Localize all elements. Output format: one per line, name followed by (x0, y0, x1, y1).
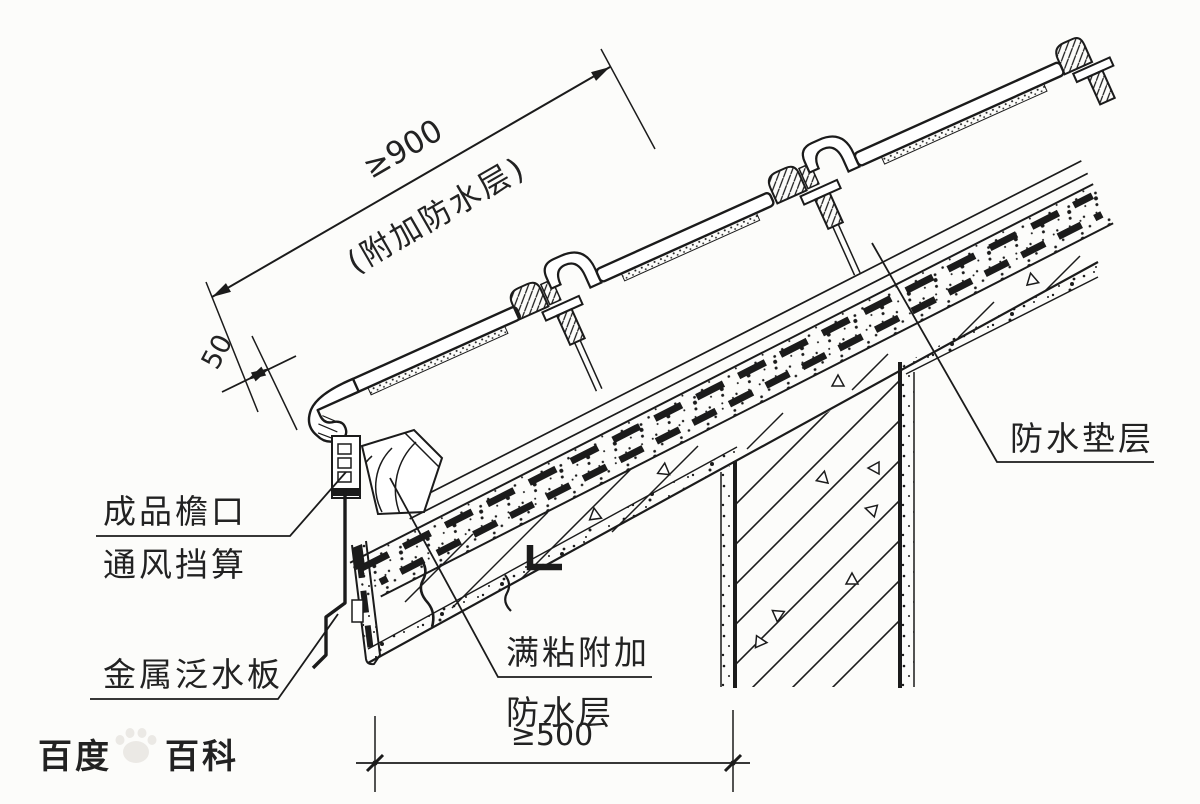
roof-tiles (307, 37, 1117, 443)
tile-batten-stem (813, 191, 845, 231)
label-metal-flashing-text: 金属泛水板 (103, 655, 283, 694)
leader-line (90, 613, 339, 700)
dimension-eave-500: ≥500 (356, 710, 750, 792)
label-eave-vent-line1: 成品檐口 (103, 492, 247, 531)
rebar-mark (526, 545, 562, 571)
eave-assembly (311, 428, 444, 670)
dim-tile-overhang: 50 (196, 330, 240, 375)
label-bonded-membrane: 满粘附加 防水层 (389, 477, 652, 732)
tile-eave-course (307, 305, 521, 443)
vent-comb (331, 435, 361, 499)
tile-joint (509, 251, 603, 392)
batten-lines (402, 160, 1089, 520)
membrane-termination-bar (351, 599, 364, 623)
sealant-squiggle-2 (504, 574, 512, 612)
dim-slope-length: ≥900 (357, 112, 449, 186)
metal-flashing-profile (311, 489, 347, 670)
wood-blocking (360, 428, 444, 516)
dimension-overhang-50: 50 (196, 330, 298, 431)
membrane-fixing-tab (352, 544, 365, 570)
watermark-text-right: 百科 (165, 737, 239, 777)
tile-interlock-hook (801, 135, 861, 175)
watermark-text-left: 百度 (38, 737, 112, 777)
label-bonded-membrane-line2: 防水层 (506, 693, 614, 732)
tile-joint (767, 135, 861, 276)
leader-line (96, 471, 347, 537)
wall-inner-face (898, 362, 915, 688)
label-metal-flashing: 金属泛水板 (90, 613, 339, 700)
tile-interlock-hook (543, 251, 603, 291)
tile-nose-hatch (317, 415, 339, 439)
tile-batten-stem (555, 307, 587, 347)
label-eave-vent-line2: 通风挡算 (103, 545, 247, 584)
paw-icon (115, 728, 157, 763)
tile-end-upstand (1055, 37, 1117, 106)
eave-end-face-membrane-wrap (351, 540, 382, 666)
membrane-screed-band (350, 184, 1114, 602)
leader-line (389, 477, 652, 678)
membrane-dashed-lines (360, 192, 1104, 586)
label-underlayment-text: 防水垫层 (1010, 419, 1154, 458)
label-underlayment: 防水垫层 (871, 242, 1154, 463)
label-eave-vent: 成品檐口 通风挡算 (96, 471, 347, 584)
tile-upper-course (853, 61, 1065, 167)
leader-line (871, 242, 1154, 463)
sealant-squiggle (418, 557, 435, 628)
roof-slab-and-membrane (349, 160, 1114, 602)
dim-eave-width: ≥500 (511, 718, 593, 753)
watermark: 百度 百科 (38, 728, 239, 777)
slab-body-hatch (404, 255, 1081, 609)
label-bonded-membrane-line1: 满粘附加 (506, 633, 650, 672)
tile-middle-course (595, 192, 775, 283)
wall-step-face (720, 461, 737, 688)
